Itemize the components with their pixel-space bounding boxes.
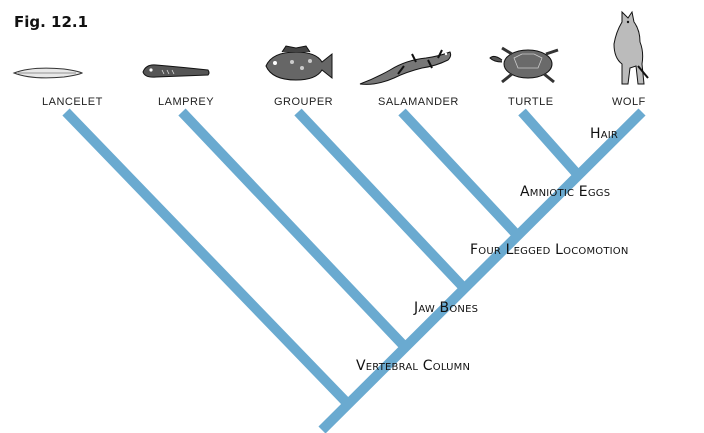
taxon-label-wolf: WOLF bbox=[612, 96, 646, 108]
branch-turtle bbox=[522, 112, 578, 175]
branch-lamprey bbox=[182, 112, 405, 347]
taxon-label-salamander: SALAMANDER bbox=[378, 96, 459, 108]
trait-label-jaw-bones: Jaw Bones bbox=[414, 300, 478, 316]
trait-label-amniotic-eggs: Amniotic Eggs bbox=[520, 184, 610, 200]
trait-label-hair: Hair bbox=[590, 126, 618, 142]
trait-label-four-legged-locomotion: Four Legged Locomotion bbox=[470, 242, 629, 258]
taxon-label-lancelet: LANCELET bbox=[42, 96, 103, 108]
taxon-label-grouper: GROUPER bbox=[274, 96, 333, 108]
branch-trunk bbox=[322, 112, 642, 430]
branch-salamander bbox=[402, 112, 517, 235]
trait-label-vertebral-column: Vertebral Column bbox=[356, 358, 470, 374]
branch-lancelet bbox=[66, 112, 348, 404]
taxon-label-lamprey: LAMPREY bbox=[158, 96, 214, 108]
taxon-label-turtle: TURTLE bbox=[508, 96, 554, 108]
